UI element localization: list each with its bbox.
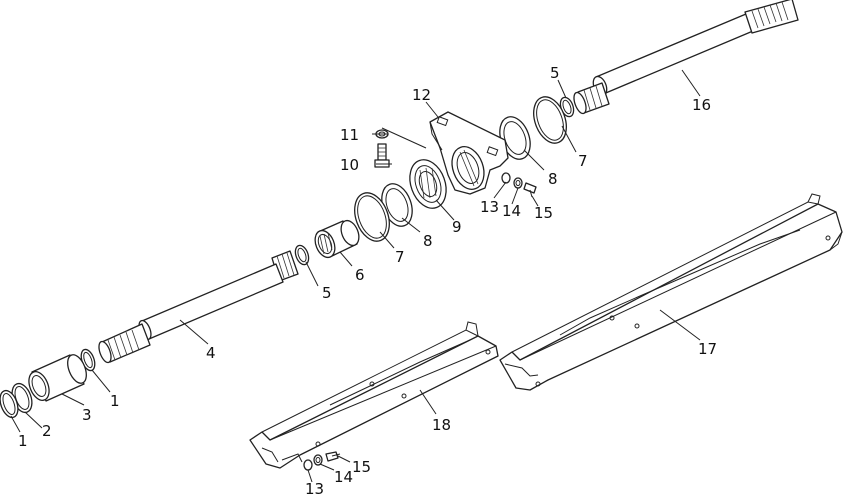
guard-bracket-part-17 [499, 193, 843, 391]
snap-ring-part-7-lower [354, 192, 390, 242]
callout-9: 9 [452, 218, 462, 236]
callout-18: 18 [432, 416, 451, 434]
callout-10: 10 [340, 156, 359, 174]
callout-labels: 1 2 3 1 4 5 6 7 8 9 10 11 12 13 14 15 8 … [18, 64, 717, 495]
coupling-sleeve-part-3 [28, 354, 87, 402]
callout-1-left: 1 [18, 432, 28, 450]
callout-13-lower: 13 [305, 480, 324, 495]
callout-6: 6 [355, 266, 365, 284]
callout-15-lower: 15 [352, 458, 371, 476]
callout-11: 11 [340, 126, 359, 144]
callout-8-lower: 8 [423, 232, 433, 250]
callout-7-lower: 7 [395, 248, 405, 266]
shaft-part-16 [573, 0, 799, 115]
callout-7-upper: 7 [578, 152, 588, 170]
snap-ring-part-7-upper [533, 96, 567, 144]
callout-15-upper: 15 [534, 204, 553, 222]
callout-16: 16 [692, 96, 711, 114]
callout-14-upper: 14 [502, 202, 521, 220]
callout-1-right: 1 [110, 392, 120, 410]
callout-4: 4 [206, 344, 216, 362]
callout-2: 2 [42, 422, 52, 440]
ring-part-1-left [0, 389, 19, 419]
guard-bracket-part-18 [249, 321, 499, 469]
callout-14-lower: 14 [334, 468, 353, 486]
callout-5-lower: 5 [322, 284, 332, 302]
callout-13-upper: 13 [480, 198, 499, 216]
callout-8-upper: 8 [548, 170, 558, 188]
callout-17: 17 [698, 340, 717, 358]
bolt-part-10 [374, 143, 390, 168]
bearing-housing-part-12 [429, 111, 509, 195]
callout-3: 3 [82, 406, 92, 424]
callout-12: 12 [412, 86, 431, 104]
fastener-set-upper [501, 172, 537, 198]
shaft-part-4 [98, 250, 299, 364]
leader-lines [10, 69, 701, 483]
callout-5-upper: 5 [550, 64, 560, 82]
bearing-part-9 [409, 159, 447, 209]
ring-part-5-lower [294, 244, 310, 266]
coupling-sleeve-part-6 [314, 219, 360, 259]
